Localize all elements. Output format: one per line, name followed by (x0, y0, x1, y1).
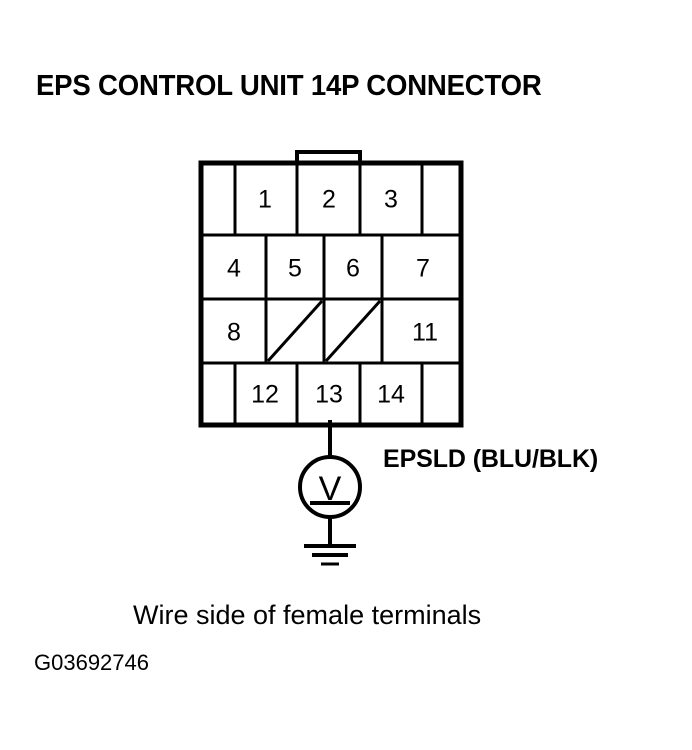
pin-label-6: 6 (346, 255, 360, 283)
diagram-caption: Wire side of female terminals (133, 600, 482, 630)
pin-label-12: 12 (251, 381, 279, 409)
signal-label: EPSLD (BLU/BLK) (383, 445, 599, 473)
page-title: EPS CONTROL UNIT 14P CONNECTOR (36, 70, 542, 102)
pin-label-14: 14 (377, 381, 405, 409)
connector-keyway-tab (295, 150, 362, 163)
voltmeter-ground-symbol: V (288, 420, 378, 570)
cell-row4-blank-right (420, 361, 463, 427)
meter-svg: V (298, 420, 362, 566)
pin-label-13: 13 (315, 381, 343, 409)
pin-label-7: 7 (416, 255, 430, 283)
pin-label-5: 5 (288, 255, 302, 283)
unused-slash-9 (266, 299, 324, 363)
unused-slash-10 (324, 299, 382, 363)
meter-v-symbol: V (319, 470, 342, 508)
pin-label-11: 11 (412, 319, 438, 347)
connector-grid-svg: 1 2 3 4 5 6 7 8 11 (198, 150, 464, 457)
connector-diagram: 1 2 3 4 5 6 7 8 11 (198, 150, 464, 457)
pin-label-2: 2 (322, 186, 336, 214)
pin-label-4: 4 (227, 255, 241, 283)
pin-label-3: 3 (384, 186, 398, 214)
connector-row-1: 1 2 3 (199, 161, 463, 237)
pin-label-8: 8 (227, 319, 241, 347)
figure-reference-code: G03692746 (34, 650, 149, 675)
pin-label-1: 1 (258, 186, 272, 214)
